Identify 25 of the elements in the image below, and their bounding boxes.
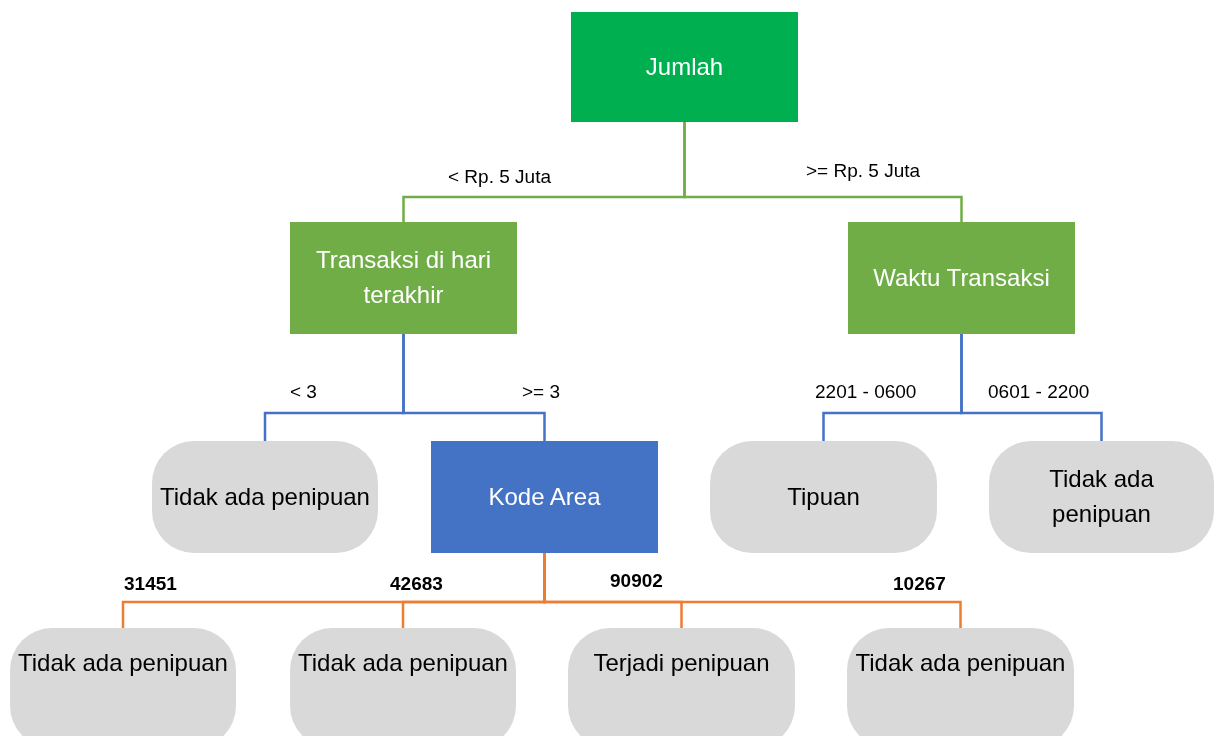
outcome-box: Tidak ada penipuan bbox=[290, 628, 516, 736]
edge-label: >= Rp. 5 Juta bbox=[806, 160, 921, 182]
edge-label: >= 3 bbox=[522, 381, 561, 403]
edge-label: 42683 bbox=[390, 573, 443, 595]
edge-label: 31451 bbox=[124, 573, 177, 595]
outcome-box: Tidak ada penipuan bbox=[152, 441, 378, 553]
edge-label: 90902 bbox=[610, 570, 663, 592]
edge-label: 0601 - 2200 bbox=[988, 381, 1090, 403]
outcome-box: Tidak ada penipuan bbox=[989, 441, 1214, 553]
decision-box: Transaksi di hari terakhir bbox=[290, 222, 517, 334]
edge-label: 2201 - 0600 bbox=[815, 381, 917, 403]
edge-label: < Rp. 5 Juta bbox=[448, 166, 551, 188]
decision-box: Kode Area bbox=[431, 441, 658, 553]
connector-line bbox=[402, 334, 546, 441]
outcome-box: Tidak ada penipuan bbox=[847, 628, 1074, 736]
connector-line bbox=[683, 122, 963, 222]
connector-line bbox=[543, 553, 962, 628]
edge-label: < 3 bbox=[290, 381, 317, 403]
decision-box: Waktu Transaksi bbox=[848, 222, 1075, 334]
decision-box: Jumlah bbox=[571, 12, 798, 122]
outcome-box: Tidak ada penipuan bbox=[10, 628, 236, 736]
connector-line bbox=[960, 334, 1103, 441]
outcome-box: Tipuan bbox=[710, 441, 937, 553]
edge-label: 10267 bbox=[893, 573, 946, 595]
outcome-box: Terjadi penipuan bbox=[568, 628, 795, 736]
